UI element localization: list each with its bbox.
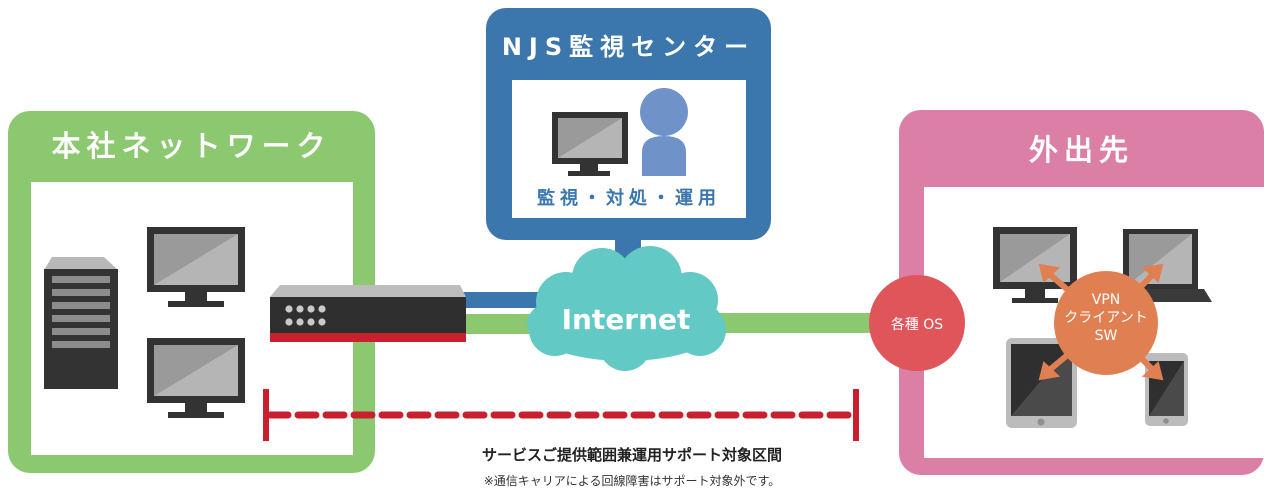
- vpn-badge-circle: [1054, 271, 1158, 375]
- support-range-indicator: [263, 389, 859, 441]
- vpn-badge-line2: クライアント: [1064, 310, 1148, 326]
- vpn-badge-line1: VPN: [1091, 292, 1121, 308]
- smartphone-icon: [1145, 353, 1188, 426]
- remote-title: 外出先: [1028, 133, 1134, 167]
- monitor-icon: [993, 227, 1077, 303]
- os-badge-circle: [869, 275, 965, 371]
- router-blue-line: [462, 292, 547, 308]
- vpn-badge-label: VPN クライアント SW: [1054, 291, 1158, 345]
- hq-network-title: 本社ネットワーク: [51, 129, 332, 163]
- vpn-badge-line3: SW: [1094, 328, 1118, 344]
- laptop-icon: [1110, 229, 1212, 302]
- server-icon: [44, 257, 118, 389]
- os-badge-label: 各種 OS: [890, 317, 944, 333]
- operator-person-icon: [640, 88, 688, 176]
- support-range-caption: サービスご提供範囲兼運用サポート対象区間: [481, 446, 782, 464]
- router-icon: [270, 285, 466, 342]
- njs-center-area: [512, 80, 746, 218]
- internet-cloud-icon: [527, 246, 726, 371]
- remote-connection-line: [712, 313, 897, 333]
- internet-label: Internet: [561, 303, 691, 336]
- njs-center-subtitle: 監視・対処・運用: [537, 188, 721, 209]
- router-green-line: [462, 314, 547, 334]
- njs-center-title: NJS監視センター: [501, 33, 756, 61]
- monitor-icon: [147, 338, 245, 418]
- monitor-icon: [552, 112, 628, 176]
- monitor-icon: [147, 227, 245, 307]
- carrier-note: ※通信キャリアによる回線障害はサポート対象外です。: [483, 474, 781, 488]
